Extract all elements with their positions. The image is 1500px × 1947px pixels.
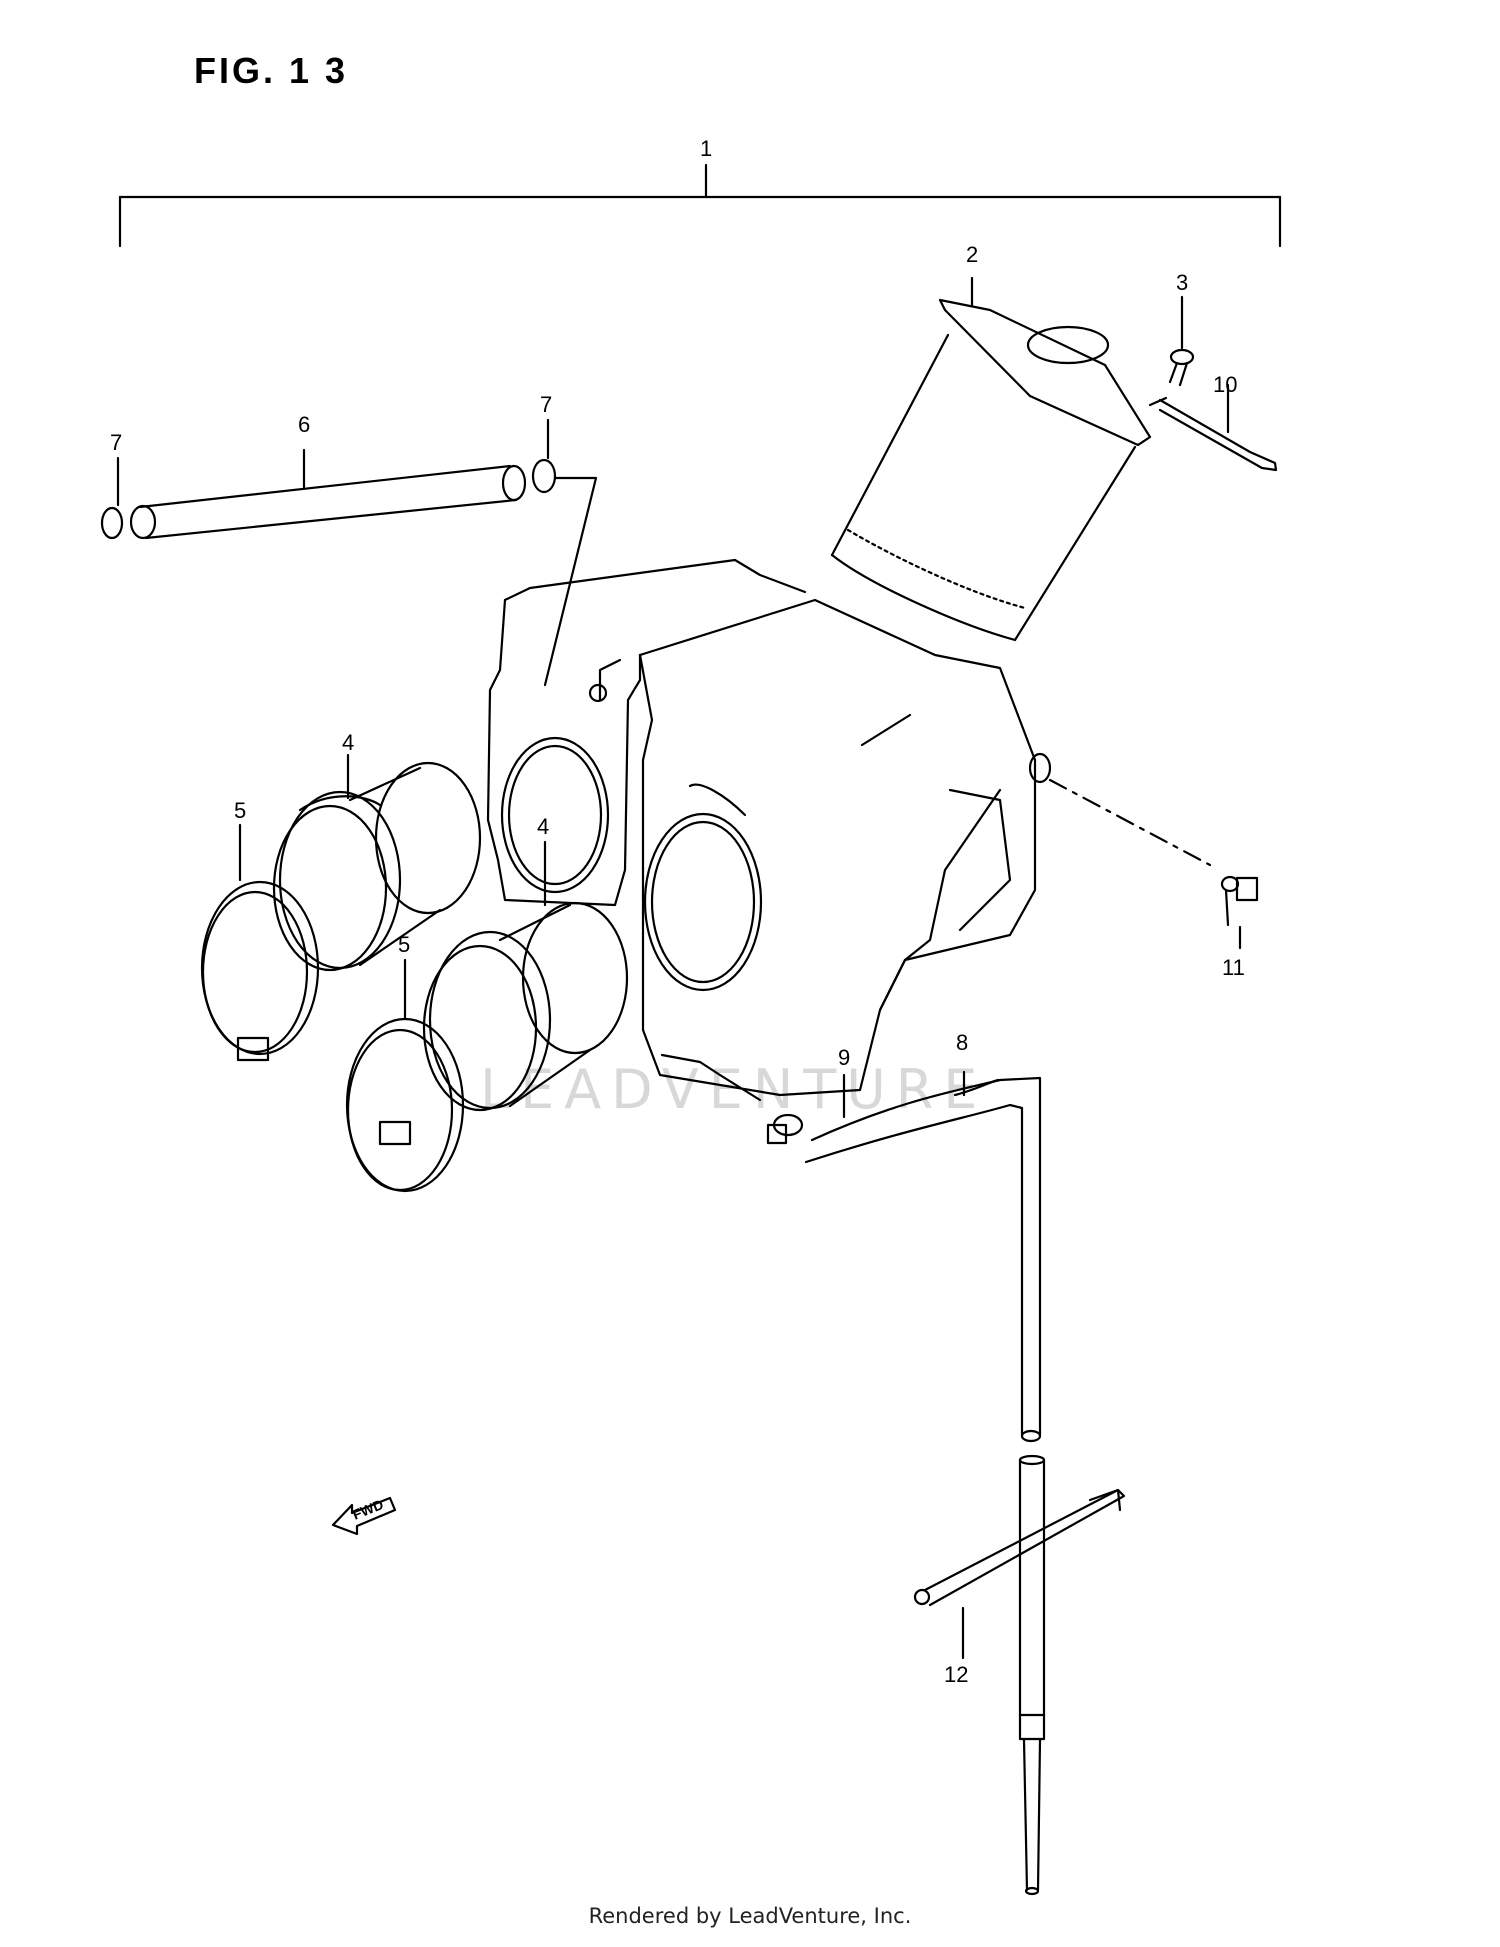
forward-arrow-label: FWD — [350, 1496, 386, 1523]
callout-labels: 1 2 3 10 7 6 7 4 5 4 5 11 8 9 12 — [110, 136, 1245, 1687]
intake-clamp-right — [345, 958, 465, 1193]
pipe-clip-right — [531, 418, 598, 687]
drain-tube-clamp — [913, 1488, 1126, 1660]
breather-pipe — [129, 448, 527, 540]
figure-title: FIG. 1 3 — [194, 50, 349, 91]
intake-clamp-left — [200, 823, 320, 1062]
callout-5-right: 5 — [398, 932, 410, 957]
intake-pipe-right — [422, 840, 629, 1112]
air-filter-element — [830, 276, 1152, 642]
callout-5-left: 5 — [234, 798, 246, 823]
callout-3: 3 — [1176, 270, 1188, 295]
screw — [1168, 295, 1195, 387]
drain-hose — [804, 1070, 1042, 1443]
callout-9: 9 — [838, 1045, 850, 1070]
hose-clamp — [766, 1073, 846, 1145]
footer-credit: Rendered by LeadVenture, Inc. — [588, 1904, 912, 1928]
callout-4-left: 4 — [342, 730, 354, 755]
filter-holder — [1148, 383, 1278, 472]
callout-1: 1 — [700, 136, 712, 161]
callout-6: 6 — [298, 412, 310, 437]
air-cleaner-case — [486, 558, 1052, 1102]
callout-7-right: 7 — [540, 392, 552, 417]
bolt — [1048, 778, 1259, 950]
pipe-clip-left — [100, 456, 124, 540]
forward-arrow: FWD — [331, 1496, 397, 1536]
callout-7-left: 7 — [110, 430, 122, 455]
callout-11: 11 — [1222, 955, 1245, 980]
callout-2: 2 — [966, 242, 978, 267]
callout-10: 10 — [1213, 372, 1237, 397]
callout-8: 8 — [956, 1030, 968, 1055]
assembly-bracket — [118, 163, 1282, 248]
callout-12: 12 — [944, 1662, 968, 1687]
drain-tube — [1018, 1454, 1046, 1896]
callout-4-right: 4 — [537, 814, 549, 839]
intake-pipe-left — [272, 753, 482, 972]
